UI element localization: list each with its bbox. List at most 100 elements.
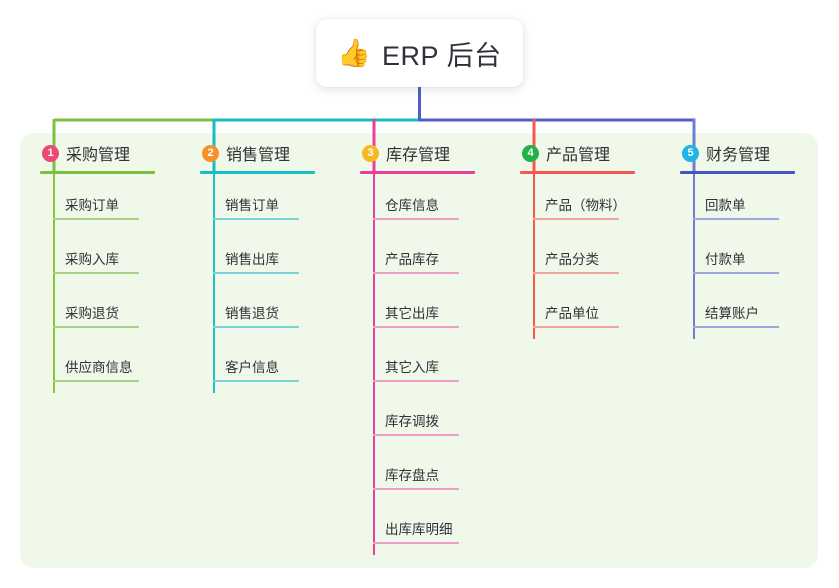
branch-vertical-rail bbox=[533, 174, 535, 339]
leaf-item[interactable]: 销售退货 bbox=[192, 282, 352, 336]
branch-column-2: 2 销售管理销售订单销售出库销售退货客户信息 bbox=[192, 133, 352, 393]
leaf-item-label: 销售退货 bbox=[225, 306, 279, 321]
leaf-item[interactable]: 采购退货 bbox=[32, 282, 192, 336]
leaf-item[interactable]: 销售出库 bbox=[192, 228, 352, 282]
branch-number-badge: 2 bbox=[202, 144, 219, 162]
leaf-item[interactable]: 仓库信息 bbox=[352, 174, 512, 228]
leaf-item-label: 回款单 bbox=[705, 198, 746, 213]
diagram-panel bbox=[20, 133, 818, 568]
branch-header-2[interactable]: 2 销售管理 bbox=[192, 133, 352, 173]
root-title-card[interactable]: 👍 ERP 后台 bbox=[316, 19, 523, 87]
leaf-item-label: 库存盘点 bbox=[385, 468, 439, 483]
leaf-item[interactable]: 客户信息 bbox=[192, 336, 352, 390]
leaf-item-label: 产品库存 bbox=[385, 252, 439, 267]
branch-header-1[interactable]: 1 采购管理 bbox=[32, 133, 192, 173]
branch-columns: 1 采购管理采购订单采购入库采购退货供应商信息 2 销售管理销售订单销售出库销售退货客… bbox=[20, 133, 818, 568]
branch-column-3: 3 库存管理仓库信息产品库存其它出库其它入库库存调拨库存盘点出库库明细 bbox=[352, 133, 512, 555]
branch-header-underline bbox=[360, 171, 475, 174]
branch-header-underline bbox=[200, 171, 315, 174]
branch-header-3[interactable]: 3 库存管理 bbox=[352, 133, 512, 173]
leaf-item-underline bbox=[53, 380, 139, 382]
leaf-item-underline bbox=[373, 272, 459, 274]
leaf-item-label: 客户信息 bbox=[225, 360, 279, 375]
leaf-item[interactable]: 产品（物料） bbox=[512, 174, 672, 228]
leaf-item-label: 产品分类 bbox=[545, 252, 599, 267]
branch-leaf-list: 仓库信息产品库存其它出库其它入库库存调拨库存盘点出库库明细 bbox=[352, 174, 512, 552]
branch-column-4: 4 产品管理产品（物料） 产品分类产品单位 bbox=[512, 133, 672, 339]
leaf-item[interactable]: 采购入库 bbox=[32, 228, 192, 282]
leaf-item-label: 其它入库 bbox=[385, 360, 439, 375]
leaf-item-label: 销售出库 bbox=[225, 252, 279, 267]
branch-title-label: 采购管理 bbox=[66, 147, 131, 164]
branch-vertical-rail bbox=[213, 174, 215, 393]
leaf-item-underline bbox=[533, 326, 619, 328]
branch-title-label: 产品管理 bbox=[546, 147, 611, 164]
leaf-item-label: 供应商信息 bbox=[65, 360, 133, 375]
leaf-item[interactable]: 结算账户 bbox=[672, 282, 832, 336]
branch-header-5[interactable]: 5 财务管理 bbox=[672, 133, 832, 173]
leaf-item-underline bbox=[373, 488, 459, 490]
leaf-item-label: 采购订单 bbox=[65, 198, 119, 213]
branch-number-badge: 5 bbox=[682, 144, 699, 162]
branch-title-label: 财务管理 bbox=[706, 147, 771, 164]
leaf-item-underline bbox=[373, 326, 459, 328]
branch-header-4[interactable]: 4 产品管理 bbox=[512, 133, 672, 173]
branch-header-underline bbox=[680, 171, 795, 174]
leaf-item[interactable]: 供应商信息 bbox=[32, 336, 192, 390]
leaf-item[interactable]: 产品分类 bbox=[512, 228, 672, 282]
leaf-item-label: 结算账户 bbox=[705, 306, 759, 321]
leaf-item[interactable]: 出库库明细 bbox=[352, 498, 512, 552]
thumbs-up-icon: 👍 bbox=[337, 37, 372, 68]
leaf-item[interactable]: 回款单 bbox=[672, 174, 832, 228]
leaf-item-underline bbox=[53, 326, 139, 328]
branch-title-label: 库存管理 bbox=[386, 147, 451, 164]
leaf-item[interactable]: 其它出库 bbox=[352, 282, 512, 336]
leaf-item-label: 仓库信息 bbox=[385, 198, 439, 213]
leaf-item-underline bbox=[693, 218, 779, 220]
leaf-item-underline bbox=[53, 272, 139, 274]
leaf-item-underline bbox=[213, 218, 299, 220]
leaf-item-label: 产品（物料） bbox=[545, 198, 626, 213]
leaf-item-label: 产品单位 bbox=[545, 306, 599, 321]
leaf-item-underline bbox=[213, 380, 299, 382]
leaf-item[interactable]: 付款单 bbox=[672, 228, 832, 282]
leaf-item-underline bbox=[533, 218, 619, 220]
branch-number-badge: 3 bbox=[362, 144, 379, 162]
leaf-item[interactable]: 其它入库 bbox=[352, 336, 512, 390]
leaf-item[interactable]: 采购订单 bbox=[32, 174, 192, 228]
leaf-item-underline bbox=[373, 218, 459, 220]
branch-leaf-list: 回款单付款单结算账户 bbox=[672, 174, 832, 336]
leaf-item[interactable]: 销售订单 bbox=[192, 174, 352, 228]
branch-number-badge: 4 bbox=[522, 144, 539, 162]
leaf-item-underline bbox=[373, 380, 459, 382]
branch-leaf-list: 产品（物料） 产品分类产品单位 bbox=[512, 174, 672, 336]
leaf-item-underline bbox=[693, 272, 779, 274]
leaf-item[interactable]: 产品库存 bbox=[352, 228, 512, 282]
branch-header-underline bbox=[520, 171, 635, 174]
branch-vertical-rail bbox=[373, 174, 375, 555]
leaf-item-label: 付款单 bbox=[705, 252, 746, 267]
branch-vertical-rail bbox=[693, 174, 695, 339]
branch-column-1: 1 采购管理采购订单采购入库采购退货供应商信息 bbox=[32, 133, 192, 393]
leaf-item-label: 出库库明细 bbox=[385, 522, 453, 537]
leaf-item[interactable]: 产品单位 bbox=[512, 282, 672, 336]
root-title-label: ERP 后台 bbox=[382, 40, 502, 71]
leaf-item[interactable]: 库存调拨 bbox=[352, 390, 512, 444]
leaf-item-label: 库存调拨 bbox=[385, 414, 439, 429]
leaf-item[interactable]: 库存盘点 bbox=[352, 444, 512, 498]
leaf-item-underline bbox=[213, 326, 299, 328]
leaf-item-underline bbox=[373, 542, 459, 544]
leaf-item-label: 采购退货 bbox=[65, 306, 119, 321]
branch-number-badge: 1 bbox=[42, 144, 59, 162]
leaf-item-label: 采购入库 bbox=[65, 252, 119, 267]
branch-header-underline bbox=[40, 171, 155, 174]
leaf-item-underline bbox=[533, 272, 619, 274]
leaf-item-underline bbox=[213, 272, 299, 274]
branch-column-5: 5 财务管理回款单付款单结算账户 bbox=[672, 133, 832, 339]
branch-leaf-list: 销售订单销售出库销售退货客户信息 bbox=[192, 174, 352, 390]
branch-title-label: 销售管理 bbox=[226, 147, 291, 164]
leaf-item-underline bbox=[693, 326, 779, 328]
leaf-item-underline bbox=[373, 434, 459, 436]
branch-leaf-list: 采购订单采购入库采购退货供应商信息 bbox=[32, 174, 192, 390]
leaf-item-underline bbox=[53, 218, 139, 220]
